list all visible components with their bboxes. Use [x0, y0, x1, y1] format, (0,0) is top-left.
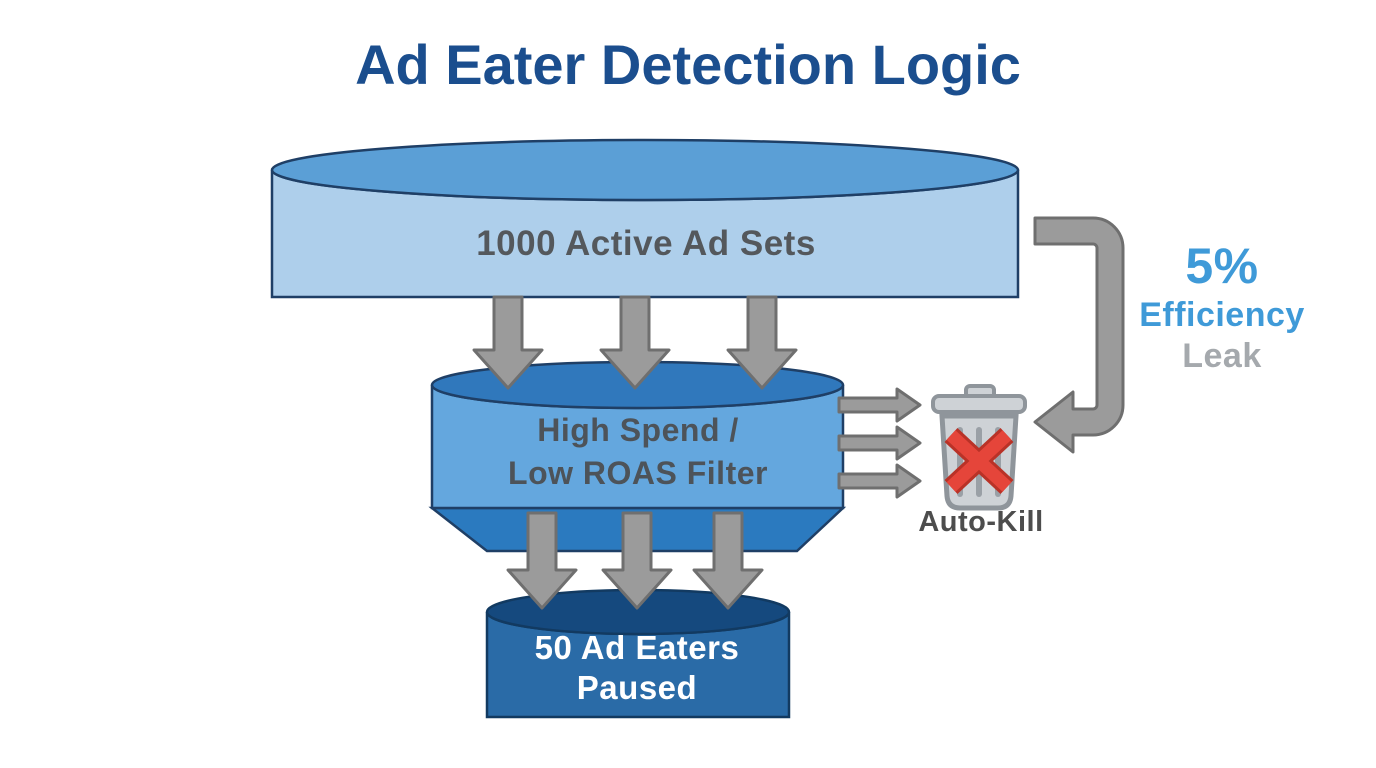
efficiency-leak-callout: 5% Efficiency Leak [1139, 238, 1305, 376]
page-title: Ad Eater Detection Logic [355, 33, 1021, 96]
down-arrow-icon [726, 295, 798, 390]
trash-lid [931, 394, 1027, 414]
right-arrows-autokill [837, 387, 922, 499]
trash-can-icon [931, 384, 1027, 511]
stage3-label-line1: 50 Ad Eaters [534, 629, 740, 666]
stage2-label: High Spend / Low ROAS Filter [508, 409, 768, 495]
stage3-label: 50 Ad Eaters Paused [535, 628, 740, 708]
red-x-icon [944, 428, 1014, 494]
leak-line2: Leak [1182, 337, 1262, 375]
down-arrow-icon [506, 511, 578, 610]
curved-leak-arrow-icon [1033, 216, 1125, 454]
stage2-label-line2: Low ROAS Filter [508, 455, 768, 491]
funnel-stage3-cylinder [485, 588, 791, 719]
right-arrow-icon [837, 425, 922, 461]
down-arrows-top [472, 295, 798, 390]
leak-line1: Efficiency [1139, 296, 1305, 334]
funnel-stage1-cylinder [270, 138, 1020, 299]
down-arrow-icon [692, 511, 764, 610]
down-arrow-icon [472, 295, 544, 390]
stage3-label-line2: Paused [576, 669, 698, 706]
right-arrow-icon [837, 387, 922, 423]
leak-percent: 5% [1185, 238, 1259, 294]
down-arrows-bottom [506, 511, 764, 610]
auto-kill-label: Auto-Kill [918, 506, 1044, 538]
down-arrow-icon [601, 511, 673, 610]
down-arrow-icon [599, 295, 671, 390]
stage1-label: 1000 Active Ad Sets [476, 224, 816, 263]
right-arrow-icon [837, 463, 922, 499]
stage1-top-ellipse [270, 138, 1020, 202]
stage2-label-line1: High Spend / [537, 412, 739, 448]
